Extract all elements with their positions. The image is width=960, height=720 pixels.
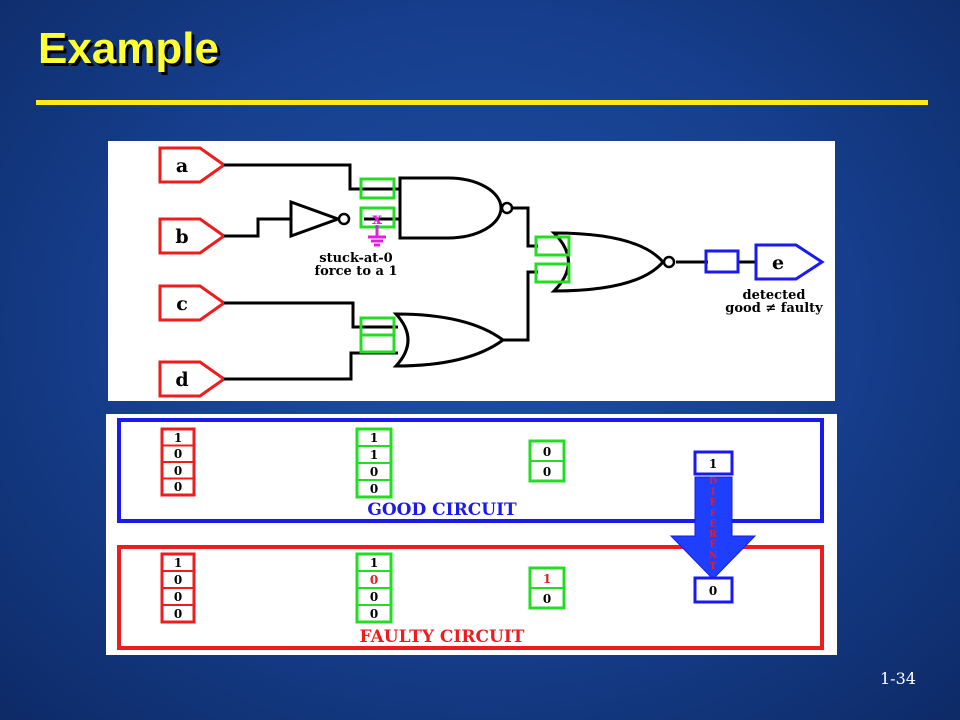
faulty-gate-column: 1 0 0 0: [355, 552, 393, 624]
good-input-value: 0: [174, 480, 182, 494]
output-e: e: [754, 243, 825, 281]
faulty-or-value: 0: [543, 592, 551, 606]
page-number: 1-34: [880, 669, 916, 688]
good-gate-value: 1: [370, 431, 378, 445]
faulty-circuit-frame: FAULTY CIRCUIT: [117, 545, 824, 650]
input-d-label: d: [175, 369, 188, 391]
fault-label-line1: stuck-at-0: [319, 251, 392, 266]
output-e-label: e: [772, 252, 784, 274]
faulty-gate-value: 1: [370, 556, 378, 570]
faulty-input-value: 0: [174, 590, 182, 604]
good-or-value: 0: [543, 445, 551, 459]
input-b: b: [158, 217, 227, 255]
good-output-value: 1: [709, 457, 717, 471]
slide-title: Example: [38, 24, 219, 73]
good-gate-column: 1 1 0 0: [355, 427, 393, 499]
good-or-column: 0 0: [528, 439, 566, 483]
faulty-gate-value: 0: [370, 607, 378, 621]
good-circuit-frame: GOOD CIRCUIT: [117, 418, 824, 523]
faulty-or-column: 1 0: [528, 566, 566, 610]
good-gate-value: 0: [370, 465, 378, 479]
fault-marker: x: [368, 209, 386, 247]
good-input-value: 1: [174, 431, 182, 445]
good-circuit-caption: GOOD CIRCUIT: [367, 500, 517, 520]
good-input-column: 1 0 0 0: [160, 427, 196, 497]
input-c: c: [158, 284, 227, 322]
faulty-output-value: 0: [709, 584, 717, 598]
nand-gate: [398, 176, 514, 240]
good-output-box: 1: [693, 450, 734, 476]
faulty-input-value: 0: [174, 573, 182, 587]
faulty-or-value-changed: 1: [543, 572, 551, 586]
nor-gate: [550, 231, 676, 293]
good-gate-value: 1: [370, 448, 378, 462]
schematic-diagram: a b c d: [108, 141, 835, 401]
not-gate: [289, 199, 351, 239]
faulty-input-value: 1: [174, 556, 182, 570]
input-d: d: [158, 360, 227, 398]
input-a: a: [158, 146, 227, 184]
faulty-output-box: 0: [693, 576, 734, 604]
circuit-comparison-tables: GOOD CIRCUIT FAULTY CIRCUIT 1 0 0 0 1 1 …: [106, 414, 837, 655]
input-a-label: a: [176, 155, 188, 177]
input-b-label: b: [175, 226, 188, 248]
input-c-label: c: [176, 293, 188, 315]
fault-label-line2: force to a 1: [314, 264, 397, 279]
good-gate-value: 0: [370, 482, 378, 496]
result-label-line1: detected: [743, 288, 806, 303]
result-label-line2: good ≠ faulty: [725, 301, 823, 316]
output-probe-box: [704, 249, 740, 274]
good-input-value: 0: [174, 464, 182, 478]
faulty-input-column: 1 0 0 0: [160, 552, 196, 624]
faulty-circuit-caption: FAULTY CIRCUIT: [360, 627, 525, 647]
faulty-gate-value: 0: [370, 590, 378, 604]
faulty-input-value: 0: [174, 607, 182, 621]
good-input-value: 0: [174, 447, 182, 461]
good-or-value: 0: [543, 465, 551, 479]
faulty-gate-value-changed: 0: [370, 573, 378, 587]
title-divider: [36, 100, 928, 105]
or-gate-cd: [392, 312, 506, 368]
fault-x-mark: x: [372, 209, 382, 228]
